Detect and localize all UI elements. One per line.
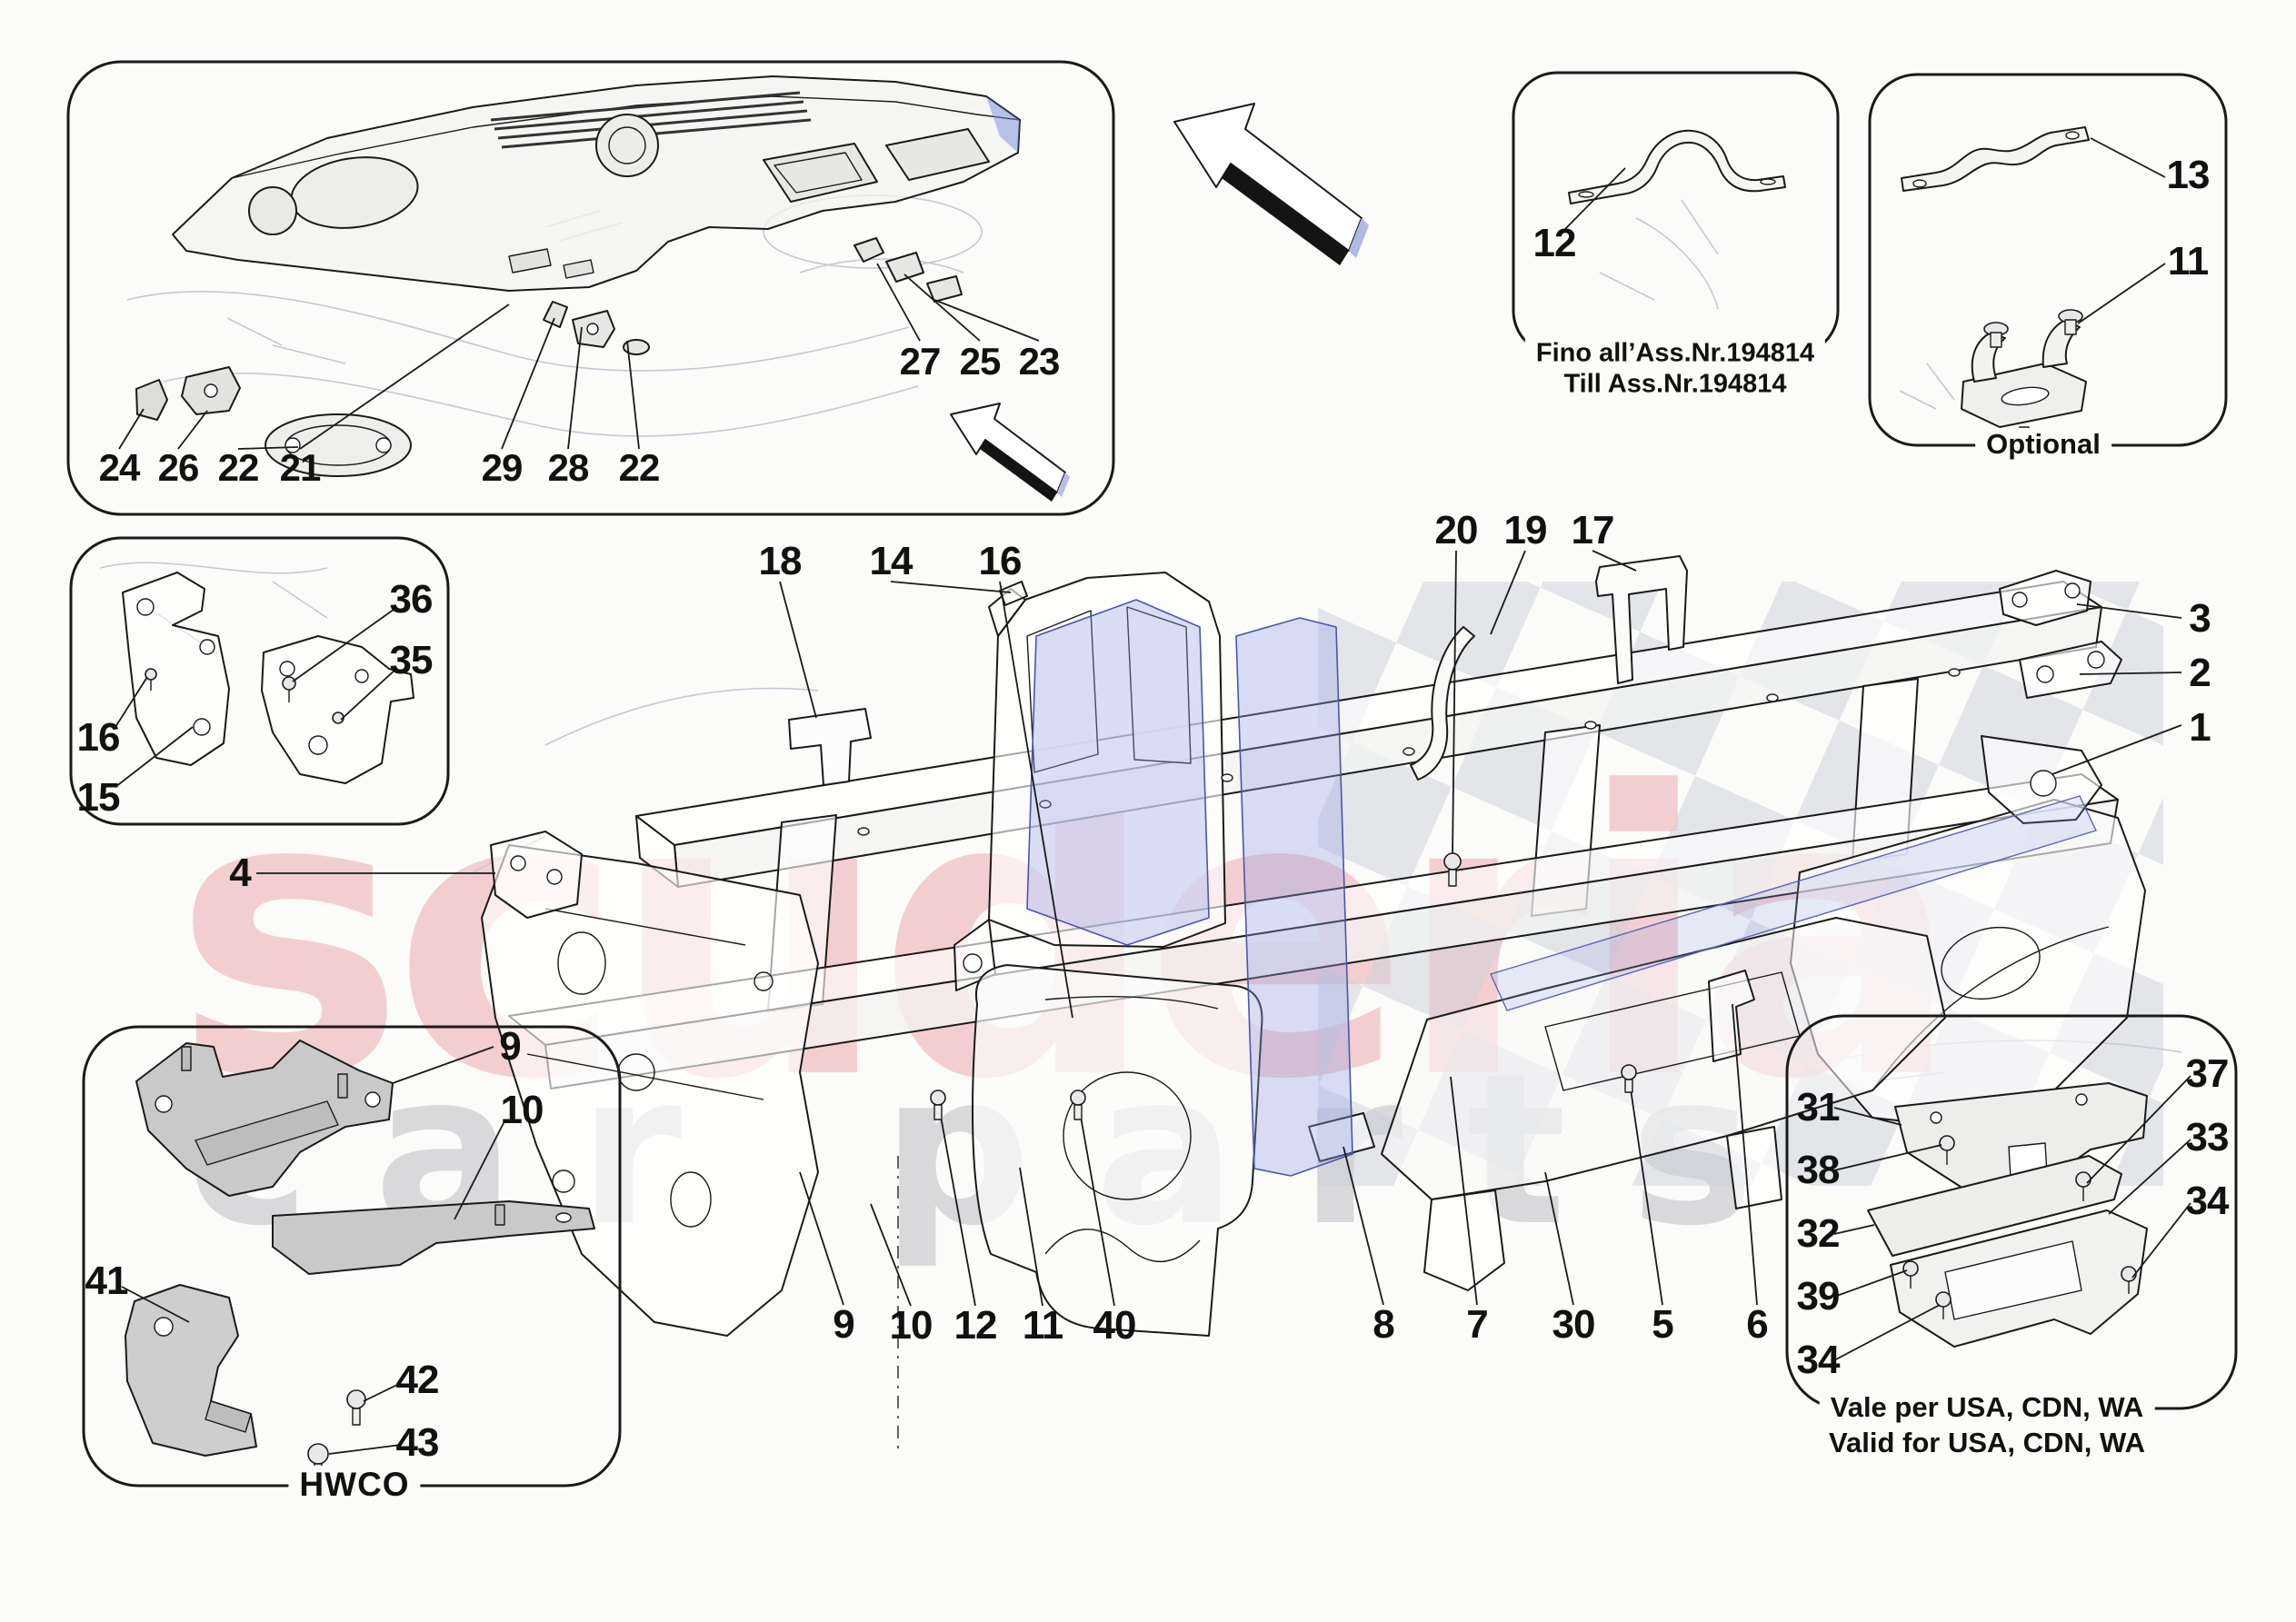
callout-21: 21 <box>279 446 322 489</box>
callout-4: 4 <box>229 851 252 895</box>
callout-1: 1 <box>2189 705 2211 750</box>
bracket-detail-box-border <box>69 536 450 826</box>
callout-17: 17 <box>1571 508 1615 552</box>
callout-24: 24 <box>98 446 141 489</box>
callout-7: 7 <box>1466 1302 1489 1347</box>
callout-8: 8 <box>1373 1302 1395 1347</box>
bracket-detail-drawing <box>122 572 414 784</box>
callout-6: 6 <box>1746 1302 1769 1347</box>
optional-parts-drawing <box>1901 126 2090 444</box>
callout-29: 29 <box>481 446 524 489</box>
usa-cdn-wa-drawing <box>1867 1082 2148 1348</box>
callout-33: 33 <box>2185 1115 2230 1159</box>
callout-34-right: 34 <box>2185 1179 2230 1223</box>
callout-31: 31 <box>1796 1085 1841 1129</box>
hwco-caption: HWCO <box>288 1466 421 1504</box>
callout-40: 40 <box>1093 1303 1137 1348</box>
callout-10-frame: 10 <box>889 1303 933 1348</box>
callout-10-hwco: 10 <box>500 1088 544 1132</box>
callout-27: 27 <box>899 340 942 383</box>
callout-16-frame: 16 <box>978 539 1023 583</box>
leader-lines <box>115 137 2191 1455</box>
large-direction-arrow-icon <box>1173 103 1369 265</box>
callout-39: 39 <box>1796 1274 1841 1318</box>
until-assembly-caption-english: Till Ass.Nr.194814 <box>1563 369 1787 399</box>
callout-42: 42 <box>395 1358 440 1402</box>
callout-5: 5 <box>1652 1302 1674 1347</box>
callout-9-hwco: 9 <box>499 1024 522 1069</box>
callout-3: 3 <box>2189 596 2211 641</box>
callout-30: 30 <box>1552 1302 1596 1347</box>
callout-38: 38 <box>1796 1148 1841 1192</box>
callout-23: 23 <box>1018 340 1061 383</box>
callout-34-left: 34 <box>1796 1338 1841 1382</box>
callout-12-until: 12 <box>1532 221 1577 265</box>
bolt-glyphs <box>930 852 1637 1120</box>
until-assembly-strap-drawing <box>1568 129 1786 204</box>
callout-35: 35 <box>389 638 434 682</box>
callout-2: 2 <box>2189 651 2211 695</box>
callout-22-left: 22 <box>217 446 260 489</box>
callout-43: 43 <box>395 1420 440 1465</box>
usa-caption-italian: Vale per USA, CDN, WA <box>1819 1391 2155 1424</box>
until-assembly-caption-italian: Fino all’Ass.Nr.194814 <box>1524 338 1826 369</box>
dashboard-panel-drawing <box>135 75 1021 477</box>
callout-26: 26 <box>157 446 200 489</box>
callout-37: 37 <box>2185 1051 2230 1096</box>
blue-tinted-parts <box>1026 599 2097 1177</box>
callout-13: 13 <box>2166 153 2211 197</box>
callout-18: 18 <box>758 539 803 583</box>
callout-11-frame: 11 <box>1022 1303 1064 1348</box>
callout-22-right: 22 <box>618 446 661 489</box>
callout-20: 20 <box>1434 508 1479 552</box>
small-direction-arrow-icon <box>950 403 1070 502</box>
callout-32: 32 <box>1796 1211 1841 1256</box>
callout-19: 19 <box>1503 508 1548 552</box>
callout-9-frame: 9 <box>833 1302 855 1347</box>
direction-arrows <box>950 103 1369 502</box>
callout-36: 36 <box>389 577 434 622</box>
callout-16-detail: 16 <box>76 715 121 760</box>
hwco-drawing <box>125 1040 595 1478</box>
main-frame-drawing <box>481 555 2146 1449</box>
optional-caption: Optional <box>1975 428 2111 461</box>
usa-caption-english: Valid for USA, CDN, WA <box>1829 1427 2145 1458</box>
dashboard-box-border <box>66 60 1115 516</box>
callout-11-optional: 11 <box>2167 239 2210 284</box>
until-assembly-box-border <box>1512 71 1840 356</box>
callout-28: 28 <box>547 446 590 489</box>
callout-12-frame: 12 <box>953 1303 998 1348</box>
callout-41: 41 <box>85 1259 129 1303</box>
callout-15: 15 <box>76 775 121 820</box>
callout-25: 25 <box>959 340 1002 383</box>
callout-14: 14 <box>869 539 913 583</box>
